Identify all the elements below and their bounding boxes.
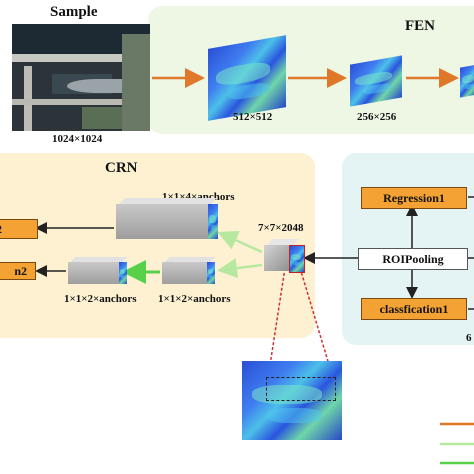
sample-size-label: 1024×1024	[52, 133, 103, 145]
arrow-light-green-top	[217, 231, 263, 254]
fen-map2-label: 256×256	[357, 111, 397, 123]
zoom-line-left	[267, 267, 286, 379]
conv-block-cls-left-face	[119, 262, 127, 284]
arrow-light-green-bottom	[217, 258, 263, 279]
crn-title: CRN	[105, 160, 138, 176]
zoom-line-right	[299, 267, 334, 379]
fen-feature-map-3	[460, 64, 474, 98]
conv-block-regression	[116, 204, 208, 239]
fen-map1-label: 512×512	[233, 111, 273, 123]
rrn-edge-label: 6	[466, 332, 472, 344]
fen-feature-map-1	[208, 35, 286, 121]
crn-output-regression: 2	[0, 219, 38, 239]
sample-satellite-image	[12, 24, 150, 131]
roi-cube-face	[289, 245, 305, 273]
sample-title: Sample	[50, 4, 98, 20]
conv-block-cls-right-face	[207, 262, 215, 284]
conv-block-cls-right	[162, 262, 208, 284]
crn-panel	[0, 153, 315, 338]
rrn-classification-box: classfication1	[361, 298, 467, 320]
rrn-regression-box: Regression1	[361, 187, 467, 209]
ship-icon	[67, 79, 129, 93]
roi-size-label: 7×7×2048	[258, 222, 304, 234]
crn-bottom-right-label: 1×1×2×anchors	[158, 293, 231, 305]
roi-cube	[264, 245, 290, 271]
rrn-roipooling-box: ROIPooling	[358, 248, 468, 270]
conv-block-regression-face	[208, 204, 218, 239]
crn-output-classification: n2	[0, 262, 36, 280]
fen-title: FEN	[405, 18, 435, 34]
crn-bottom-left-label: 1×1×2×anchors	[64, 293, 137, 305]
zoomed-roi-selection-box	[266, 377, 336, 401]
conv-block-cls-left	[68, 262, 120, 284]
